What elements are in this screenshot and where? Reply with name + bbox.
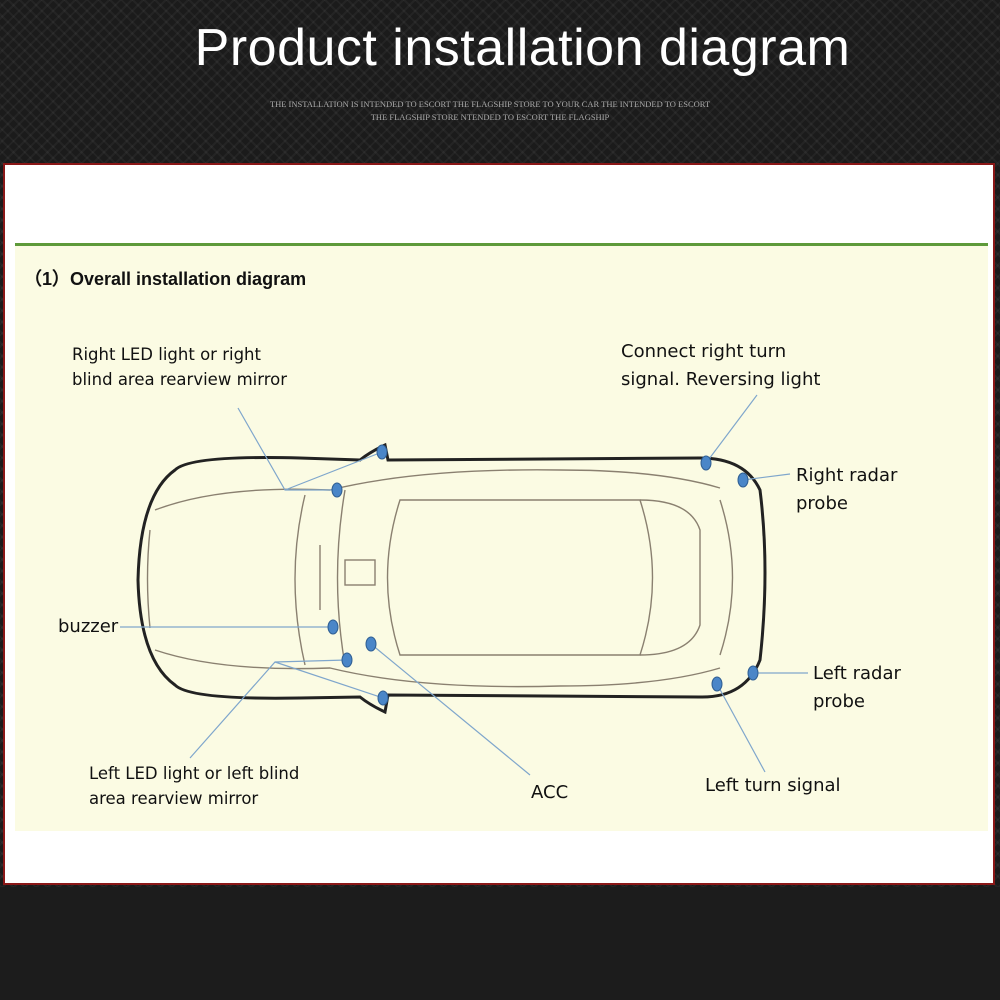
label-buzzer: buzzer xyxy=(58,616,119,637)
label-line: probe xyxy=(813,691,865,712)
dot-right-turn xyxy=(700,455,712,471)
dot-left-radar xyxy=(747,665,759,681)
dot-buzzer xyxy=(327,619,339,635)
diagram-area xyxy=(15,243,988,831)
dot-right-radar xyxy=(737,472,749,488)
leader-right-turn xyxy=(705,394,758,464)
leader-right-radar xyxy=(742,473,791,481)
leader-left-led xyxy=(189,659,348,759)
leader-left-mirror xyxy=(274,661,384,699)
dot-acc xyxy=(365,636,377,652)
label-acc: ACC xyxy=(531,782,569,803)
leader-right-led xyxy=(237,407,337,491)
dot-right-mirror xyxy=(376,444,388,460)
label-right-radar: Right radar probe xyxy=(796,462,897,518)
subtitle-line-2: THE FLAGSHIP STORE NTENDED TO ESCORT THE… xyxy=(370,112,610,122)
label-line: Right LED light or right xyxy=(72,345,261,364)
bottom-band xyxy=(0,887,1000,1000)
label-right-led: Right LED light or right blind area rear… xyxy=(72,342,287,392)
label-left-turn: Left turn signal xyxy=(705,775,841,796)
leader-acc xyxy=(370,643,531,776)
subtitle: THE INSTALLATION IS INTENDED TO ESCORT T… xyxy=(230,98,750,124)
dot-right-led xyxy=(331,482,343,498)
dot-left-mirror xyxy=(377,690,389,706)
label-line: area rearview mirror xyxy=(89,789,259,808)
label-left-radar: Left radar probe xyxy=(813,660,901,716)
page-title: Product installation diagram xyxy=(194,19,851,77)
leader-lines xyxy=(120,394,808,776)
label-left-led: Left LED light or left blind area rearvi… xyxy=(89,761,299,811)
subtitle-line-1: THE INSTALLATION IS INTENDED TO ESCORT T… xyxy=(269,99,711,109)
dot-left-led xyxy=(341,652,353,668)
dot-left-turn xyxy=(711,676,723,692)
car-outline xyxy=(136,442,767,715)
label-line: blind area rearview mirror xyxy=(72,370,288,389)
label-line: probe xyxy=(796,493,848,514)
label-line: Left LED light or left blind xyxy=(89,764,300,783)
leader-right-mirror xyxy=(284,451,383,491)
label-line: Right radar xyxy=(796,465,898,486)
car-detail-lines xyxy=(146,469,734,688)
sensor-dots xyxy=(327,444,759,706)
label-line: Connect right turn xyxy=(621,341,787,362)
label-line: Left radar xyxy=(813,663,901,684)
label-right-turn: Connect right turn signal. Reversing lig… xyxy=(621,338,820,394)
leader-left-turn xyxy=(716,683,766,773)
label-line: signal. Reversing light xyxy=(621,369,821,390)
section-heading: （1）Overall installation diagram xyxy=(24,269,307,289)
